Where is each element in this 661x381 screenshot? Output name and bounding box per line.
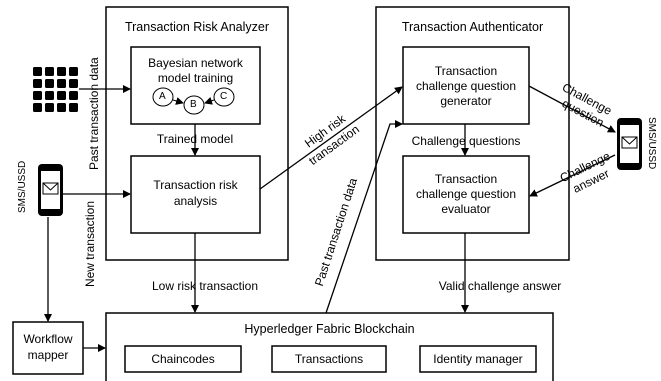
authenticator-title: Transaction Authenticator	[401, 20, 544, 34]
bn-node-c	[213, 87, 235, 107]
database-grid-icon	[33, 67, 78, 112]
bn-training-label-2: model training	[157, 71, 234, 85]
arrow-challenge-answer	[529, 154, 616, 197]
left-phone-label: SMS/USSD	[17, 160, 28, 213]
workflow-mapper-label-1: Workflow	[23, 332, 73, 346]
bn-edge-cb	[204, 96, 215, 105]
transactions-box	[271, 345, 387, 373]
bn-node-b-label: B	[190, 99, 197, 110]
risk-analysis-label-1: Transaction risk	[153, 178, 238, 192]
risk-analysis-label-2: analysis	[173, 194, 218, 208]
challenge-questions-label: Challenge questions	[411, 134, 521, 148]
valid-challenge-answer-label: Valid challenge answer	[438, 279, 562, 293]
blockchain-title: Hyperledger Fabric Blockchain	[244, 322, 415, 336]
past-transaction-data-left-label: Past transaction data	[87, 57, 101, 170]
generator-label-3: generator	[440, 94, 492, 108]
left-phone-icon	[38, 164, 63, 216]
transactions-label: Transactions	[294, 352, 364, 366]
generator-label-2: challenge question	[415, 79, 517, 93]
identity-manager-label: Identity manager	[433, 352, 523, 366]
evaluator-label-3: evaluator	[441, 202, 491, 216]
evaluator-label-2: challenge question	[415, 187, 517, 201]
risk-analyzer-title: Transaction Risk Analyzer	[124, 20, 270, 34]
right-phone-icon	[617, 118, 642, 170]
chaincodes-box	[124, 345, 242, 373]
evaluator-label-1: Transaction	[434, 172, 498, 186]
blockchain-box	[105, 312, 554, 381]
bn-node-c-label: C	[220, 91, 228, 102]
trained-model-label: Trained model	[156, 132, 234, 146]
evaluator-box	[402, 155, 530, 234]
new-transaction-label: New transaction	[83, 200, 97, 288]
bn-node-b	[183, 95, 205, 115]
identity-manager-box	[419, 345, 537, 373]
generator-label-1: Transaction	[434, 64, 498, 78]
risk-analyzer-box	[105, 6, 289, 261]
right-phone-label: SMS/USSD	[646, 117, 657, 170]
workflow-mapper-label-2: mapper	[27, 348, 69, 362]
low-risk-label: Low risk transaction	[151, 279, 259, 293]
arrow-high-risk	[259, 86, 403, 190]
bn-training-label-1: Bayesian network	[148, 56, 243, 70]
chaincodes-label: Chaincodes	[151, 352, 215, 366]
arrow-blockchain-to-generator	[325, 120, 403, 314]
arrow-challenge-question	[528, 85, 616, 133]
authenticator-box	[375, 6, 570, 261]
bn-edge-ab	[172, 97, 184, 105]
bn-node-a-label: A	[159, 91, 166, 102]
bn-node-a	[152, 87, 174, 107]
generator-box	[402, 46, 530, 125]
